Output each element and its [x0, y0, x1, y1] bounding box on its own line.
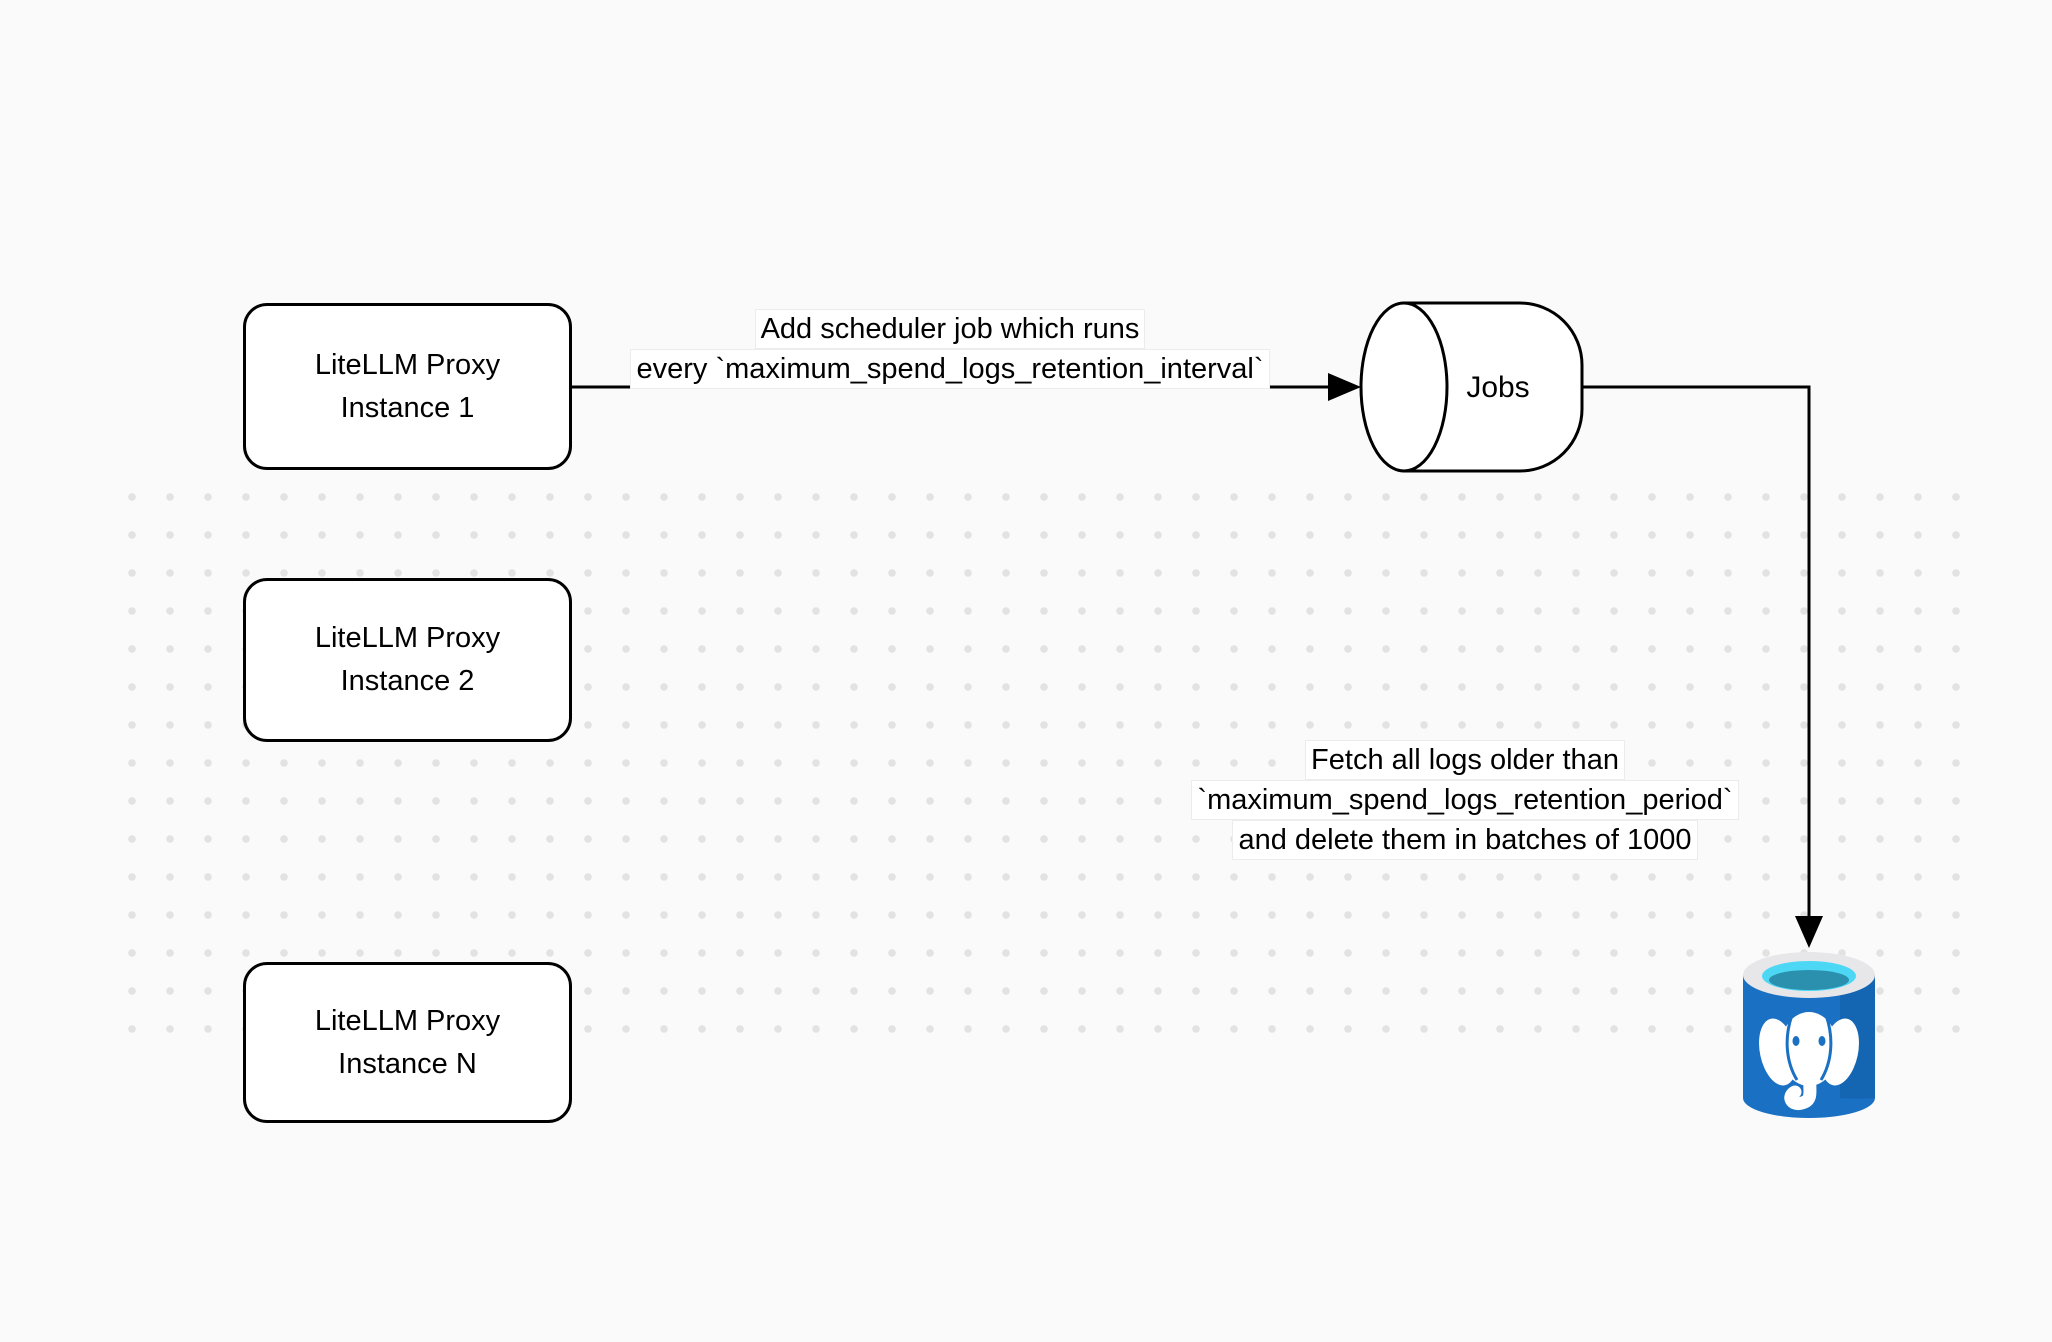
node-label-line: LiteLLM Proxy	[314, 348, 501, 381]
edge-label-fetch-delete: Fetch all logs older than `maximum_spend…	[1105, 740, 1825, 860]
postgres-database-icon	[1743, 952, 1875, 1118]
node-label-line: Instance N	[338, 1047, 477, 1080]
node-litellm-proxy-instance-1: LiteLLM Proxy Instance 1	[243, 303, 572, 470]
jobs-cylinder-label: Jobs	[1466, 371, 1530, 404]
postgres-elephant-glyph	[1759, 1012, 1859, 1110]
node-label-line: LiteLLM Proxy	[314, 622, 501, 654]
edge-label-add-scheduler-job: Add scheduler job which runs every `maxi…	[560, 309, 1340, 389]
edge-label-line: and delete them in batches of 1000	[1232, 820, 1698, 860]
edge-label-line: Fetch all logs older than	[1305, 740, 1625, 780]
arrowhead-icon	[1328, 373, 1361, 401]
node-label-line: Instance 2	[340, 665, 475, 697]
jobs-queue-cylinder	[1359, 301, 1584, 473]
node-litellm-proxy-instance-2: LiteLLM Proxy Instance 2	[243, 578, 572, 742]
node-label-line: Instance 1	[340, 391, 475, 424]
node-label-line: LiteLLM Proxy	[314, 1004, 501, 1037]
arrowhead-icon	[1795, 916, 1823, 948]
edge-label-line: `maximum_spend_logs_retention_period`	[1191, 780, 1739, 820]
edge-fetch-delete-arrow	[1582, 385, 1823, 948]
edge-label-line: Add scheduler job which runs	[754, 309, 1146, 349]
node-litellm-proxy-instance-n: LiteLLM Proxy Instance N	[243, 962, 572, 1123]
edge-label-line: every `maximum_spend_logs_retention_inte…	[630, 349, 1270, 389]
